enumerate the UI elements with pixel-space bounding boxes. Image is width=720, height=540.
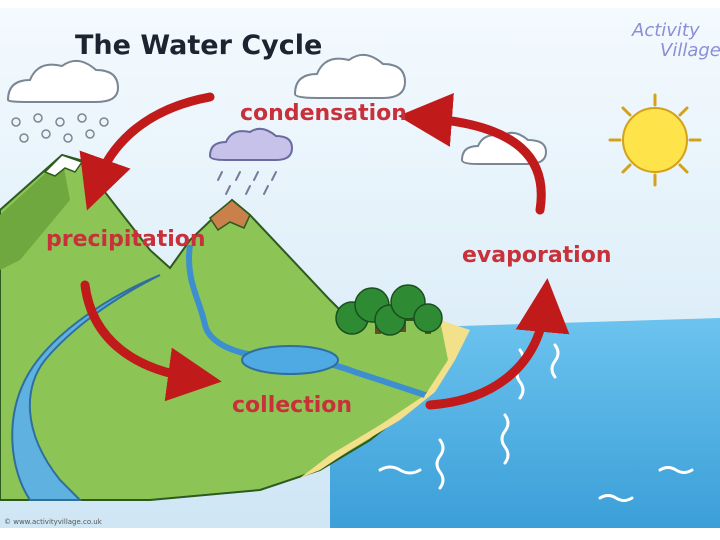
arrow-precipitation-to-collection <box>80 280 222 402</box>
cycle-arrows <box>79 92 570 410</box>
credit-text: © www.activityvillage.co.uk <box>4 518 103 526</box>
cloud-icon <box>293 53 407 99</box>
diagram-title: The Water Cycle <box>75 30 322 61</box>
lake <box>241 345 339 375</box>
mountain-shadow <box>0 158 70 270</box>
brand-logo-line2: Village <box>660 40 720 61</box>
label-collection: collection <box>232 393 352 418</box>
arrow-collection-to-evaporation <box>425 278 570 410</box>
raincloud-icon <box>208 127 294 161</box>
snowflakes <box>11 113 109 143</box>
label-condensation: condensation <box>240 101 407 126</box>
beach <box>300 320 470 478</box>
label-precipitation: precipitation <box>46 227 206 252</box>
left-river <box>11 274 161 501</box>
trees <box>335 284 443 336</box>
brown-peak <box>208 199 251 232</box>
snow-cap <box>43 154 84 177</box>
brand-logo-line1: Activity <box>631 20 700 41</box>
cloud-icon <box>6 59 120 103</box>
sun-icon <box>608 93 702 187</box>
rain-drops <box>217 171 277 195</box>
label-evaporation: evaporation <box>462 243 612 268</box>
arrow-evaporation-to-condensation <box>398 93 546 215</box>
arrow-condensation-to-precipitation <box>79 92 215 211</box>
